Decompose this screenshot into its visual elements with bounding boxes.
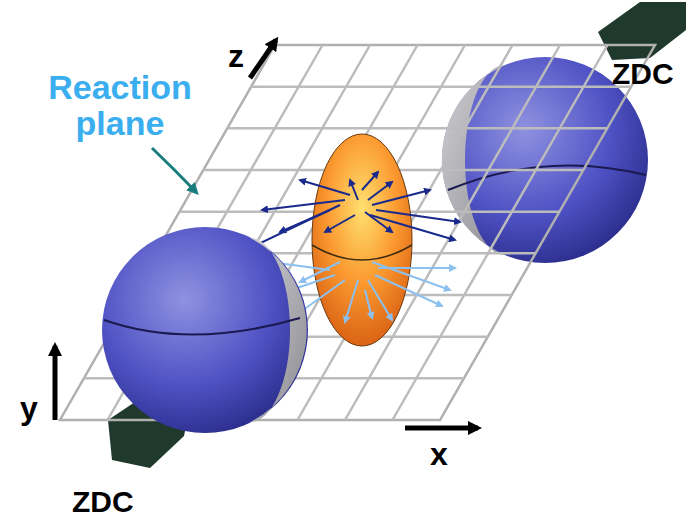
axis-label: y — [20, 392, 38, 426]
flow-arrow — [350, 180, 358, 200]
flow-arrow — [375, 275, 442, 306]
flow-arrow — [280, 210, 330, 232]
flow-arrow — [362, 172, 378, 190]
nucleus-left — [102, 227, 308, 433]
axis-label: x — [430, 438, 448, 472]
flow-arrow — [370, 215, 455, 240]
flow-arrow — [262, 200, 345, 210]
flow-arrow — [372, 262, 450, 290]
flow-arrow — [372, 190, 430, 205]
z-axis — [250, 40, 276, 78]
flow-arrow — [345, 280, 358, 322]
zdc-block — [598, 2, 686, 60]
zdc-label: ZDC — [72, 486, 134, 518]
fireball — [312, 134, 412, 346]
fireball-edge — [312, 245, 412, 260]
flow-arrow — [365, 290, 372, 318]
axis-label: z — [228, 40, 244, 74]
grid-line — [393, 45, 608, 420]
y-axis — [53, 346, 58, 420]
flow-arrow — [368, 182, 392, 200]
flow-arrow — [300, 262, 340, 282]
x-axis — [405, 426, 478, 431]
grid-line — [298, 45, 513, 420]
flow-arrow — [365, 212, 392, 232]
flow-arrow — [300, 180, 350, 195]
zdc-label: ZDC — [612, 58, 674, 90]
reaction-plane-label: Reaction plane — [20, 70, 220, 141]
leader-line — [152, 148, 196, 192]
flow-arrow — [250, 205, 340, 248]
flow-arrow — [325, 215, 355, 232]
